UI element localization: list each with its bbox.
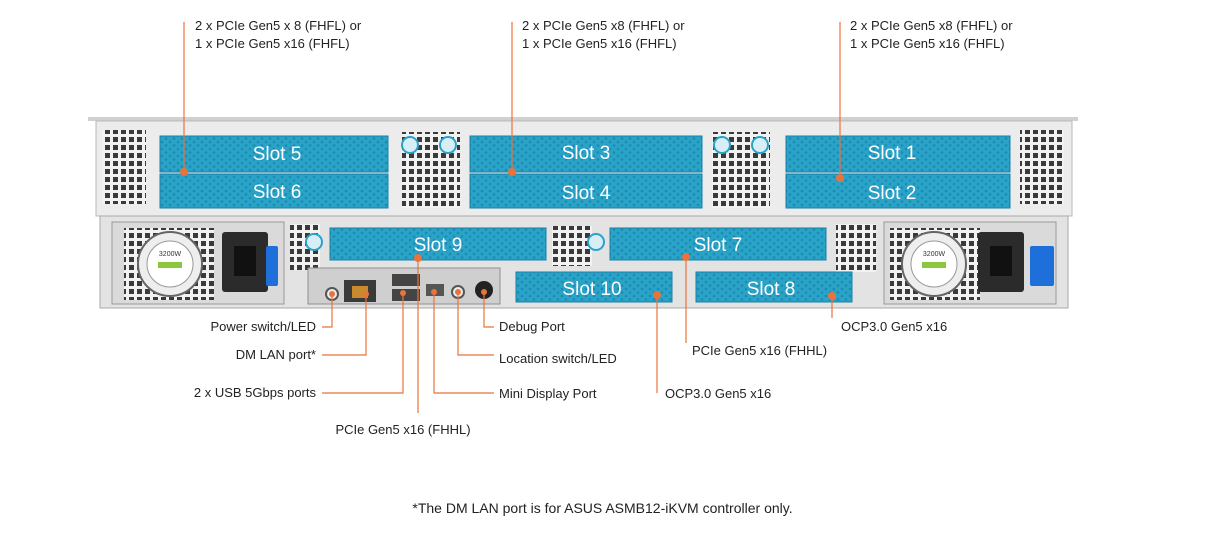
thumbscrew-icon[interactable] (751, 136, 769, 154)
callout-dm-lan: DM LAN port* (236, 347, 316, 362)
leader-line (322, 294, 333, 328)
leader-line (322, 293, 404, 394)
vent-grille (836, 224, 876, 272)
io-panel (307, 267, 501, 305)
callout-mini-dp: Mini Display Port (499, 386, 597, 401)
slot-9-label: Slot 9 (414, 235, 463, 256)
slot-5-label: Slot 5 (253, 144, 302, 165)
callout-ocp-slot8: OCP3.0 Gen5 x16 (841, 319, 947, 334)
slot-2-label: Slot 2 (868, 183, 917, 204)
psu-right[interactable]: 3200W (883, 221, 1057, 305)
usb-port[interactable] (392, 274, 420, 286)
leader-line (457, 292, 494, 356)
slot-2[interactable]: Slot 2 (785, 173, 1011, 209)
vent-grille (102, 130, 146, 204)
slot-1-label: Slot 1 (868, 143, 917, 164)
slot-6-label: Slot 6 (253, 182, 302, 203)
leader-lines (183, 22, 841, 413)
footnote: *The DM LAN port is for ASUS ASMB12-iKVM… (412, 500, 793, 516)
slot-1[interactable]: Slot 1 (785, 135, 1011, 173)
thumbscrew-icon[interactable] (587, 233, 605, 251)
slot-6[interactable]: Slot 6 (159, 173, 389, 209)
callout-debug-port: Debug Port (499, 319, 565, 334)
slot-4[interactable]: Slot 4 (469, 173, 703, 209)
callout-power-switch: Power switch/LED (211, 319, 316, 334)
psu-left[interactable]: 3200W (111, 221, 285, 305)
callout-top-center-line1: 2 x PCIe Gen5 x8 (FHFL) or (522, 18, 685, 33)
slot-9[interactable]: Slot 9 (329, 227, 547, 261)
psu-release-latch[interactable] (266, 246, 278, 286)
psu-wattage-label: 3200W (159, 251, 182, 258)
slot-8[interactable]: Slot 8 (695, 271, 853, 303)
thumbscrew-icon[interactable] (401, 136, 419, 154)
leader-line (433, 292, 494, 394)
slot-7[interactable]: Slot 7 (609, 227, 827, 261)
callout-pcie-slot9: PCIe Gen5 x16 (FHHL) (335, 422, 470, 437)
slot-5[interactable]: Slot 5 (159, 135, 389, 173)
callout-usb: 2 x USB 5Gbps ports (194, 385, 317, 400)
psu-wattage-label: 3200W (923, 251, 946, 258)
thumbscrew-icon[interactable] (305, 233, 323, 251)
slot-3-label: Slot 3 (562, 143, 611, 164)
callout-ocp-slot10: OCP3.0 Gen5 x16 (665, 386, 771, 401)
callout-top-right-line1: 2 x PCIe Gen5 x8 (FHFL) or (850, 18, 1013, 33)
psu-release-latch[interactable] (1030, 246, 1054, 286)
callout-top-center-line2: 1 x PCIe Gen5 x16 (FHFL) (522, 36, 677, 51)
slot-7-label: Slot 7 (694, 235, 743, 256)
usb-port[interactable] (392, 289, 420, 301)
leader-line (322, 294, 367, 356)
slot-4-label: Slot 4 (562, 183, 611, 204)
callout-pcie-slot7: PCIe Gen5 x16 (FHHL) (692, 343, 827, 358)
slot-3[interactable]: Slot 3 (469, 135, 703, 173)
slot-8-label: Slot 8 (747, 279, 796, 300)
thumbscrew-icon[interactable] (439, 136, 457, 154)
leader-line (483, 292, 494, 328)
vent-grille (552, 226, 592, 266)
slot-10-label: Slot 10 (562, 279, 621, 300)
leader-markers (180, 168, 844, 300)
slot-10[interactable]: Slot 10 (515, 271, 673, 303)
callout-location-switch: Location switch/LED (499, 351, 617, 366)
callout-top-left-line2: 1 x PCIe Gen5 x16 (FHFL) (195, 36, 350, 51)
vent-grille (1020, 130, 1064, 204)
thumbscrew-icon[interactable] (713, 136, 731, 154)
callout-top-left-line1: 2 x PCIe Gen5 x 8 (FHFL) or (195, 18, 362, 33)
callout-top-right-line2: 1 x PCIe Gen5 x16 (FHFL) (850, 36, 1005, 51)
